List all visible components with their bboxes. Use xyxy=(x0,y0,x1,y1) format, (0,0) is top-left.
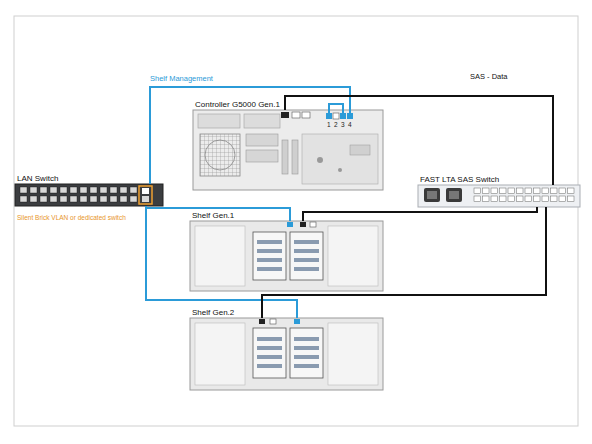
device-box: Controller G5000 Gen.1 xyxy=(193,110,383,190)
connector-label: Shelf Management xyxy=(150,74,213,83)
device-box: LAN Switch xyxy=(15,184,163,206)
device-label: Controller G5000 Gen.1 xyxy=(195,100,280,110)
frame xyxy=(14,16,578,426)
cable-connector xyxy=(303,207,537,221)
note-label: Silent Brick VLAN or dedicated switch xyxy=(16,213,127,222)
device-box: FAST LTA SAS Switch xyxy=(418,185,580,207)
shelf-gen2-drawing xyxy=(190,318,383,390)
controller-drawing xyxy=(193,104,383,190)
cable-connector xyxy=(262,207,546,318)
cable-connector xyxy=(146,206,297,318)
lan-switch-drawing xyxy=(15,184,163,206)
cable-connector xyxy=(150,87,350,184)
sas-switch-drawing xyxy=(418,185,580,207)
device-label: LAN Switch xyxy=(17,174,58,184)
port-number: 4 xyxy=(348,120,352,129)
note-label: SAS - Data xyxy=(470,72,508,81)
device-label: Shelf Gen.2 xyxy=(192,308,234,318)
port-number: 1 xyxy=(327,120,331,129)
device-label: Shelf Gen.1 xyxy=(192,211,234,221)
port-number: 2 xyxy=(334,120,338,129)
device-box: Shelf Gen.2 xyxy=(190,318,383,390)
port-number: 3 xyxy=(341,120,345,129)
cable-connector xyxy=(146,206,290,221)
device-label: FAST LTA SAS Switch xyxy=(420,175,499,185)
cable-connector xyxy=(285,96,553,185)
device-box: Shelf Gen.1 xyxy=(190,221,383,291)
shelf-gen1-drawing xyxy=(190,221,383,291)
